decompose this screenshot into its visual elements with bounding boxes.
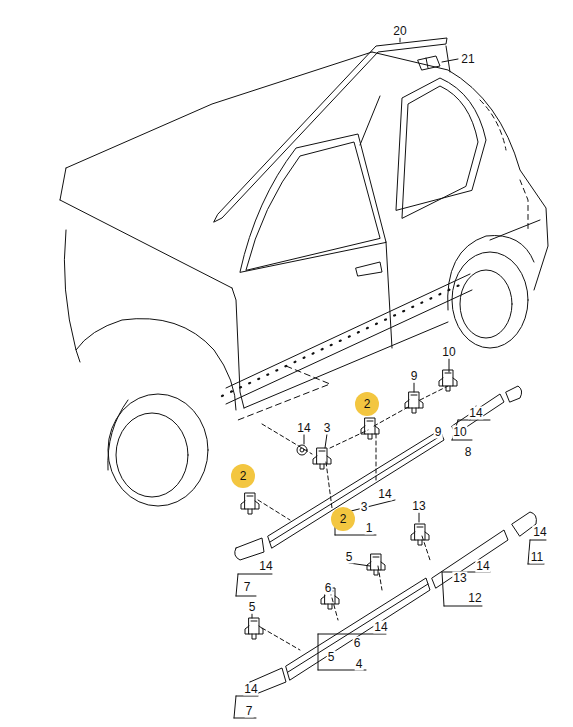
callout-number: 14: [468, 407, 483, 420]
callout-number: 12: [467, 592, 482, 605]
callout-number: 5: [327, 651, 336, 664]
highlight-circle: 2: [231, 464, 255, 488]
callout-number: 13: [452, 572, 467, 585]
callout-number: 6: [324, 582, 333, 595]
callout-number: 6: [353, 637, 362, 650]
highlight-circle: 2: [355, 392, 379, 416]
callout-number: 2: [340, 513, 347, 526]
callout-number: 10: [441, 346, 456, 359]
callout-number: 7: [243, 581, 252, 594]
callout-number: 10: [452, 426, 467, 439]
callout-number: 14: [373, 621, 388, 634]
callout-number: 5: [345, 551, 354, 564]
callout-number: 14: [296, 422, 311, 435]
callout-number: 14: [258, 560, 273, 573]
callout-number: 20: [392, 25, 407, 38]
callout-number: 11: [530, 551, 544, 564]
callout-number: 13: [411, 500, 426, 513]
highlight-circle: 2: [331, 507, 355, 531]
callout-number: 8: [464, 446, 473, 459]
callout-number: 21: [460, 53, 475, 66]
callout-number: 14: [243, 683, 258, 696]
callout-number: 2: [364, 398, 371, 411]
callout-number: 14: [532, 526, 547, 539]
callout-number: 7: [245, 705, 254, 718]
callout-number: 3: [323, 422, 332, 435]
callout-number: 9: [410, 370, 419, 383]
callout-number: 2: [240, 470, 247, 483]
callout-number: 3: [360, 501, 369, 514]
callout-number: 1: [365, 522, 374, 535]
callout-number: 14: [377, 488, 392, 501]
callout-number: 5: [248, 601, 257, 614]
callout-number: 14: [475, 560, 490, 573]
callout-number: 4: [355, 658, 364, 671]
callout-number: 9: [434, 426, 443, 439]
